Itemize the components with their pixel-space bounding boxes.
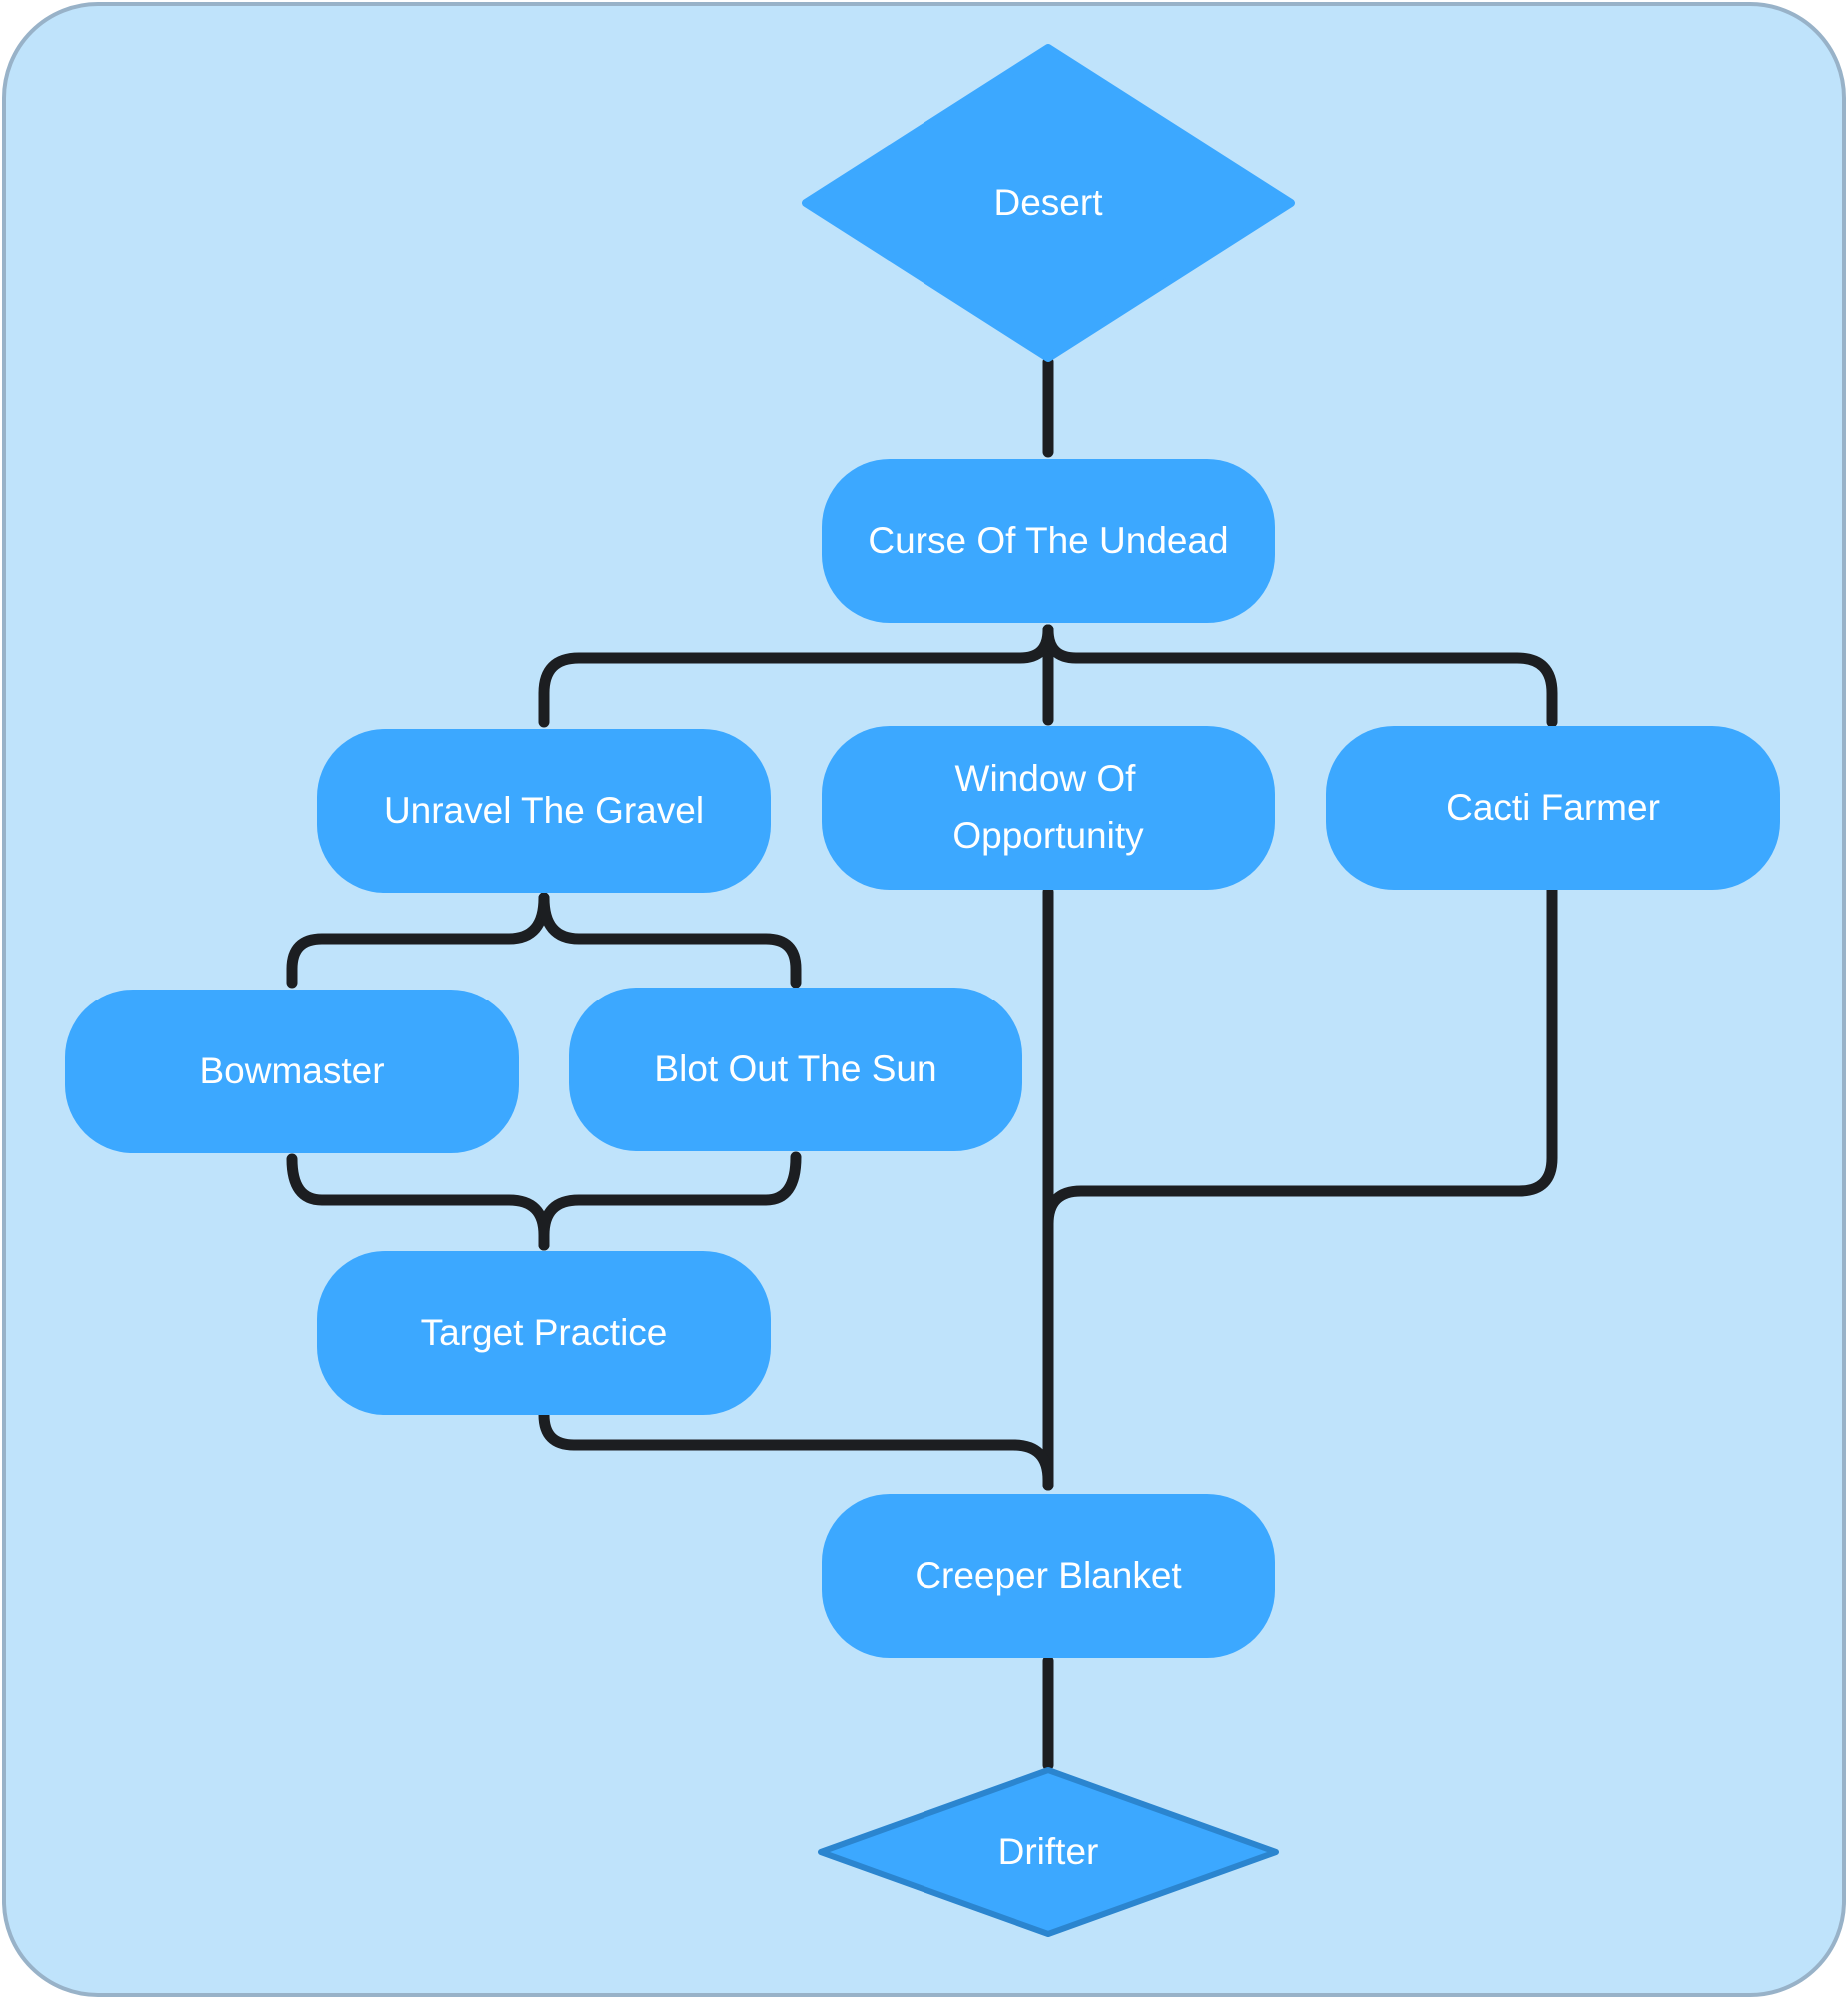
node-label-blot-out-the-sun: Blot Out The Sun: [654, 1048, 936, 1089]
process-box: [1326, 726, 1780, 890]
node-label-unravel-the-gravel: Unravel The Gravel: [384, 790, 704, 831]
node-bowmaster: Bowmaster: [65, 990, 519, 1153]
process-box: [317, 1251, 771, 1415]
node-drifter: Drifter: [818, 1767, 1279, 1937]
node-blot-out-the-sun: Blot Out The Sun: [569, 988, 1022, 1151]
node-window-of-opportunity: Window Of Opportunity: [822, 726, 1275, 890]
connector-unravel-to-bowmaster: [286, 892, 550, 989]
connectors: [286, 356, 1558, 1771]
node-creeper-blanket: Creeper Blanket: [822, 1494, 1275, 1658]
decision-diamond: [802, 44, 1295, 362]
node-desert: Desert: [802, 44, 1295, 362]
process-box: [822, 726, 1275, 890]
node-label-curse-of-the-undead: Curse Of The Undead: [868, 520, 1228, 561]
node-label-window-of-opportunity-line-2: Opportunity: [952, 815, 1144, 856]
connector-cacti-to-creeper: [1042, 882, 1558, 1230]
node-label-desert: Desert: [994, 182, 1104, 223]
connector-bowmaster-to-target: [286, 1153, 550, 1251]
connector-unravel-to-blot: [538, 892, 802, 989]
node-curse-of-the-undead: Curse Of The Undead: [822, 459, 1275, 623]
node-label-creeper-blanket: Creeper Blanket: [915, 1555, 1182, 1596]
node-unravel-the-gravel: Unravel The Gravel: [317, 729, 771, 893]
node-cacti-farmer: Cacti Farmer: [1326, 726, 1780, 890]
node-label-target-practice: Target Practice: [421, 1312, 668, 1353]
node-label-cacti-farmer: Cacti Farmer: [1446, 787, 1660, 828]
decision-diamond: [818, 1767, 1279, 1937]
node-label-bowmaster: Bowmaster: [199, 1050, 384, 1091]
node-label-window-of-opportunity-line-1: Window Of: [955, 758, 1137, 799]
process-box: [822, 1494, 1275, 1658]
process-box: [317, 729, 771, 893]
node-label-drifter: Drifter: [998, 1831, 1099, 1872]
connector-blot-to-target: [538, 1151, 802, 1251]
node-target-practice: Target Practice: [317, 1251, 771, 1415]
connector-curse-to-unravel: [538, 624, 1054, 728]
process-box: [822, 459, 1275, 623]
connector-curse-to-cacti: [1042, 624, 1558, 728]
connector-target-to-creeper: [538, 1409, 1054, 1491]
process-box: [65, 990, 519, 1153]
process-box: [569, 988, 1022, 1151]
